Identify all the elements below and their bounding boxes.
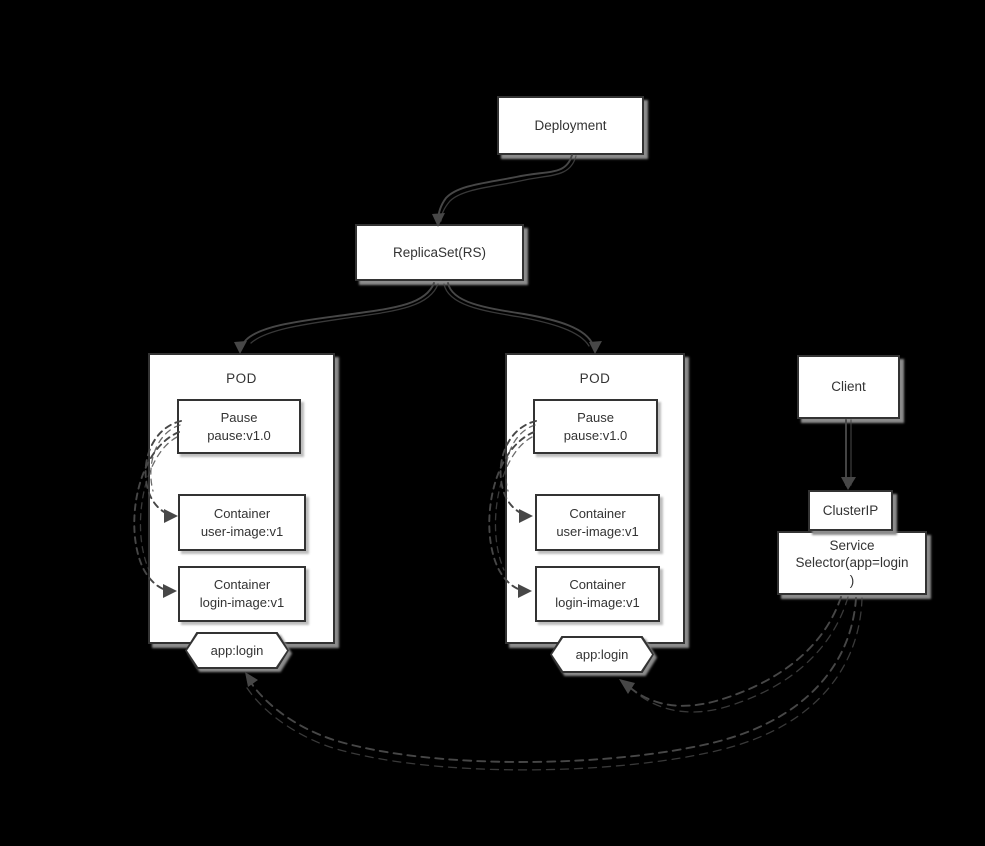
- service-label: Service: [829, 537, 875, 553]
- deployment-to-replicaset-arrow: [432, 154, 577, 227]
- client-to-clusterip-arrow: [841, 419, 856, 490]
- pod-right-container1-box: Container user-image:v1: [535, 494, 660, 551]
- pause-image-label: pause:v1.0: [207, 427, 271, 443]
- pod-left-selector-tag: app:login: [185, 632, 289, 669]
- container-label: Container: [569, 505, 626, 521]
- pod-left-pause-box: Pause pause:v1.0: [177, 399, 301, 454]
- container-label: Container: [569, 577, 626, 593]
- selector-tag-label: app:login: [210, 643, 264, 658]
- pod-left-title: POD: [226, 371, 257, 386]
- service-selector-label-close: ): [849, 572, 855, 588]
- pod-left-container1-box: Container user-image:v1: [178, 494, 306, 551]
- container-image-label: login-image:v1: [199, 595, 285, 610]
- pod-right-pause-box: Pause pause:v1.0: [533, 399, 658, 454]
- replicaset-node: ReplicaSet(RS): [355, 224, 524, 281]
- deployment-label: Deployment: [534, 117, 607, 133]
- replicaset-to-pod-right-arrow: [443, 282, 602, 354]
- pause-label: Pause: [577, 409, 614, 425]
- client-node: Client: [797, 355, 900, 419]
- pause-image-label: pause:v1.0: [563, 427, 628, 443]
- clusterip-node: ClusterIP: [808, 490, 893, 531]
- container-image-label: login-image:v1: [555, 595, 640, 610]
- container-image-label: user-image:v1: [200, 523, 284, 539]
- replicaset-to-pod-left-arrow: [234, 282, 439, 354]
- selector-tag-label: app:login: [575, 647, 629, 662]
- pod-right-title: POD: [579, 371, 611, 386]
- service-node: Service Selector(app=login ): [777, 531, 927, 595]
- clusterip-label: ClusterIP: [822, 502, 879, 518]
- pod-right-container2-box: Container login-image:v1: [535, 566, 660, 622]
- pod-right-selector-tag: app:login: [550, 636, 654, 673]
- pod-left-node: POD Pause pause:v1.0 Container user-imag…: [148, 353, 335, 644]
- replicaset-label: ReplicaSet(RS): [392, 244, 487, 260]
- pod-left-container2-box: Container login-image:v1: [178, 566, 306, 622]
- pod-right-node: POD Pause pause:v1.0 Container user-imag…: [505, 353, 685, 644]
- client-label: Client: [831, 379, 866, 395]
- deployment-node: Deployment: [497, 96, 644, 155]
- service-selector-label: Selector(app=login: [795, 555, 909, 571]
- pause-label: Pause: [220, 409, 258, 425]
- container-image-label: user-image:v1: [556, 523, 639, 539]
- container-label: Container: [213, 505, 271, 521]
- container-label: Container: [213, 577, 271, 593]
